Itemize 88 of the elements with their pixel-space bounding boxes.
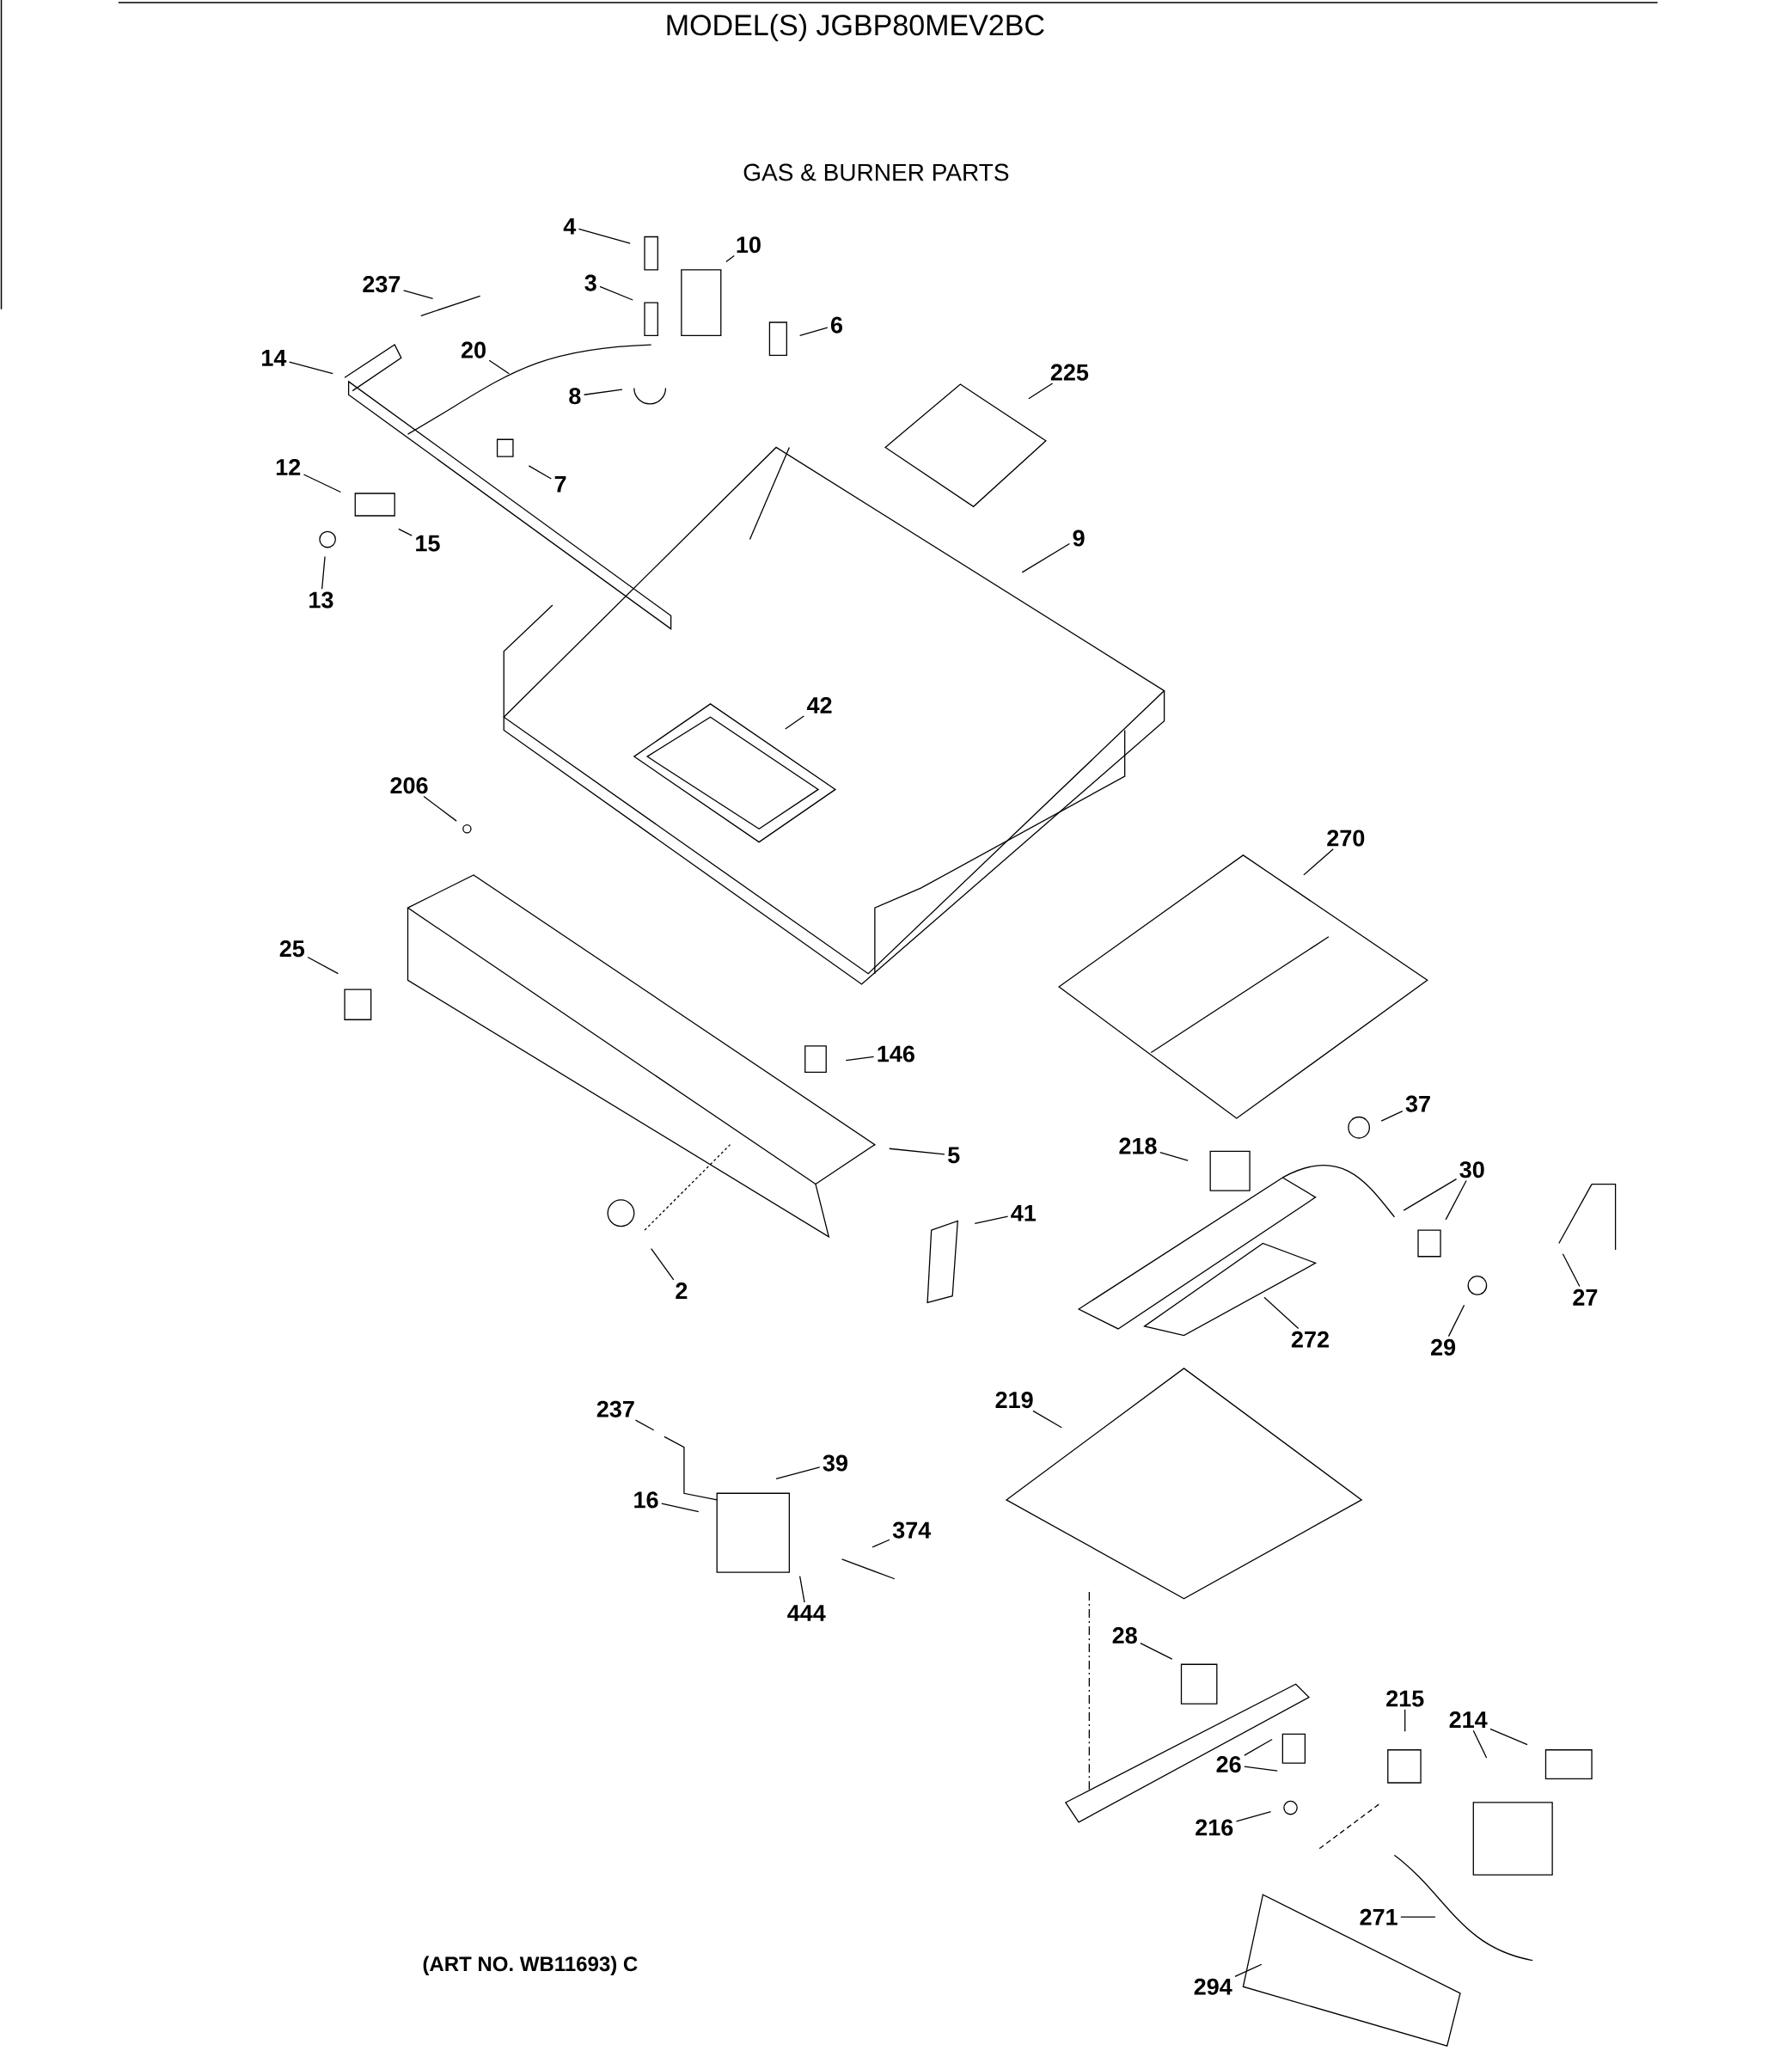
leader-line (1021, 542, 1071, 573)
leader-line (1489, 1728, 1528, 1746)
leader-line (403, 290, 434, 300)
leader-line (1472, 1729, 1488, 1759)
leader-line (799, 1576, 805, 1603)
callout-number: 26 (1216, 1756, 1241, 1773)
leader-line (1244, 1766, 1279, 1772)
callout-number: 9 (1073, 530, 1085, 547)
leader-line (872, 1539, 890, 1548)
leader-line (289, 361, 334, 375)
callout-number: 42 (807, 697, 832, 713)
leader-line (321, 555, 326, 590)
leader-line (799, 327, 829, 336)
callout-number: 272 (1292, 1331, 1330, 1348)
leader-line (635, 1419, 655, 1431)
callout-number: 237 (596, 1400, 634, 1417)
leader-line (398, 528, 413, 536)
callout-number: 444 (787, 1605, 826, 1621)
callout-number: 6 (831, 316, 843, 334)
leader-line (1028, 383, 1054, 400)
leader-line (1303, 848, 1335, 876)
leader-line (974, 1215, 1009, 1225)
leader-line (1400, 1916, 1436, 1918)
callout-number: 270 (1327, 829, 1365, 847)
leader-line (845, 1056, 875, 1062)
callout-number: 10 (737, 236, 761, 254)
callout-number: 271 (1360, 1908, 1398, 1925)
callout-number: 216 (1196, 1819, 1233, 1836)
leader-line (1244, 1738, 1273, 1756)
leader-line (1159, 1152, 1189, 1161)
leader-line (775, 1466, 821, 1480)
leader-line (599, 285, 634, 301)
leader-line (1032, 1410, 1062, 1429)
leader-line (528, 465, 553, 480)
leader-line (889, 1148, 945, 1155)
leader-line (584, 389, 623, 395)
leader-line (1236, 1811, 1272, 1822)
leader-line (1404, 1709, 1406, 1732)
callout-number: 29 (1431, 1338, 1456, 1356)
callout-number: 14 (262, 350, 287, 366)
art-number: (ART NO. WB11693) C (423, 1956, 638, 1975)
callout-number: 27 (1573, 1289, 1598, 1306)
leader-line (661, 1503, 700, 1513)
callout-number: 206 (390, 777, 428, 794)
leader-line (578, 228, 631, 244)
leader-line (423, 795, 457, 822)
leader-line (303, 474, 342, 493)
callout-number: 13 (309, 591, 333, 609)
leader-line (725, 254, 736, 263)
callout-number: 237 (363, 276, 401, 293)
leader-line (488, 359, 511, 375)
callout-number: 7 (554, 476, 566, 493)
callout-number: 39 (823, 1454, 848, 1472)
leader-line (1140, 1643, 1173, 1660)
callout-number: 16 (634, 1491, 658, 1509)
leader-line (785, 715, 805, 730)
callout-number: 8 (569, 388, 581, 405)
callout-number: 15 (416, 535, 440, 552)
callout-number: 28 (1112, 1627, 1138, 1644)
callout-number: 215 (1386, 1690, 1424, 1707)
leader-line (1447, 1304, 1465, 1338)
callout-number: 219 (995, 1392, 1033, 1409)
callout-number: 4 (563, 218, 577, 235)
leader-line (651, 1247, 675, 1281)
callout-number: 146 (878, 1045, 915, 1062)
callout-number: 374 (892, 1521, 932, 1539)
callout-number: 2 (676, 1282, 688, 1299)
leader-line (1445, 1179, 1467, 1221)
title: MODEL(S) JGBP80MEV2BC (667, 14, 1044, 41)
callout-number: 214 (1449, 1711, 1488, 1728)
callout-number: 294 (1194, 1978, 1232, 1995)
leader-line (1263, 1296, 1300, 1330)
leader-line (1380, 1111, 1404, 1122)
callout-number: 30 (1459, 1161, 1484, 1178)
callout-number: 41 (1011, 1204, 1037, 1221)
callout-number: 25 (279, 940, 305, 958)
callout-number: 5 (948, 1147, 960, 1164)
callout-number: 37 (1405, 1095, 1430, 1112)
callout-number: 20 (462, 341, 486, 358)
leader-line (307, 956, 339, 975)
leader-line (1234, 1963, 1263, 1978)
leader-line (1562, 1253, 1581, 1288)
callout-number: 218 (1119, 1137, 1157, 1154)
subtitle: GAS & BURNER PARTS (743, 163, 1009, 181)
leader-line (1403, 1178, 1458, 1211)
callout-number: 3 (584, 274, 596, 291)
callout-number: 12 (277, 458, 301, 475)
callout-number: 225 (1050, 364, 1089, 381)
